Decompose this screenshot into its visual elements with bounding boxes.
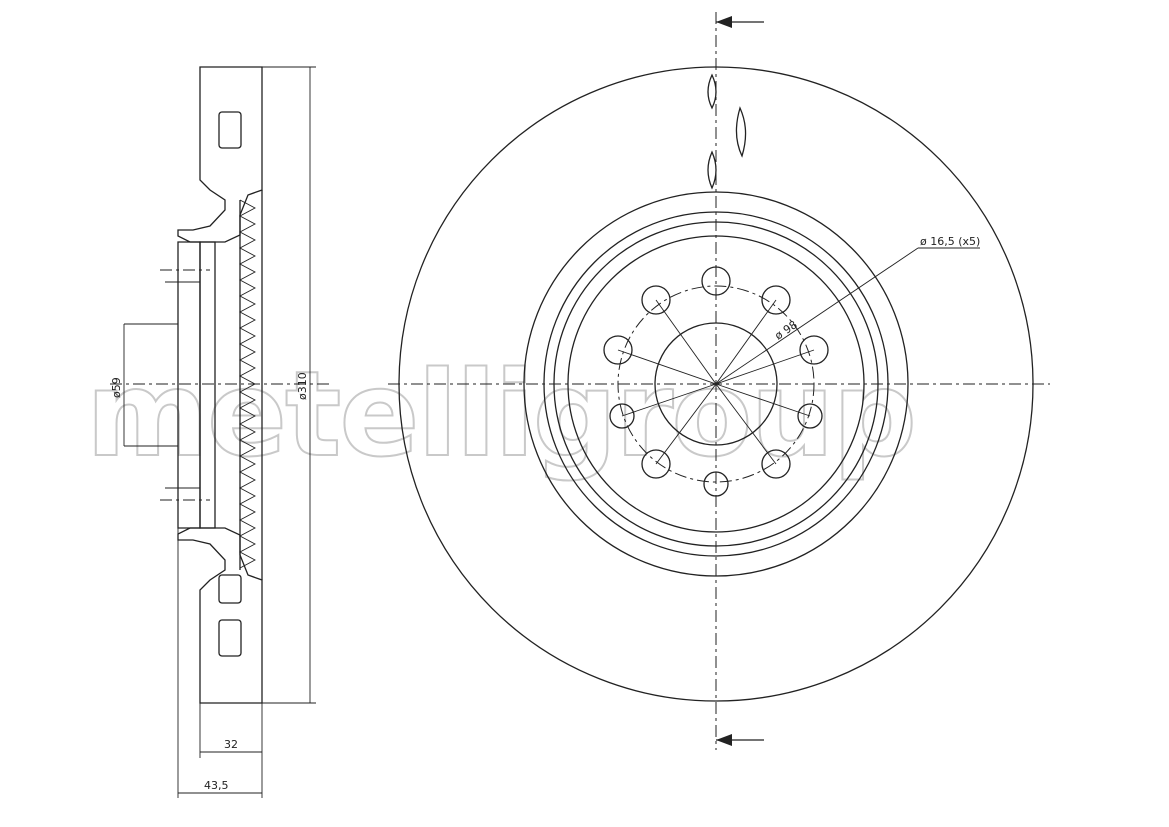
total-height-label: 43,5: [204, 779, 229, 792]
watermark-logo: metelligroup: [86, 345, 915, 483]
dim-hub-bore: ø59: [110, 323, 178, 447]
dim-thickness: 32: [199, 703, 263, 758]
thickness-label: 32: [224, 738, 238, 751]
bolt-hole-label: ø 16,5 (x5): [920, 235, 980, 248]
hub-bore-label: ø59: [110, 377, 123, 398]
dim-total-height: 43,5: [177, 528, 263, 798]
leader-pcd: ø 98: [772, 318, 799, 342]
pcd-label: ø 98: [772, 318, 799, 342]
lower-section: [177, 527, 263, 704]
dim-outer-diameter: ø310: [262, 66, 316, 704]
leader-bolt-hole: ø 16,5 (x5): [715, 235, 980, 385]
front-view: [388, 12, 1050, 750]
outer-diameter-label: ø310: [296, 372, 309, 400]
side-section-view: [110, 66, 330, 704]
upper-section: [177, 66, 263, 243]
radial-lines: [617, 299, 815, 465]
